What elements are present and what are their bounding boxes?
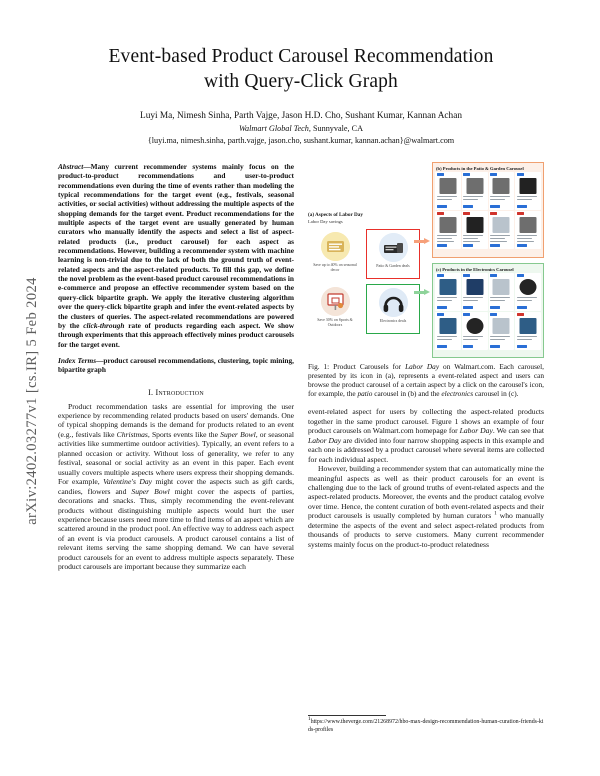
- intro-p1c-seg-b: . We can see that: [492, 426, 544, 436]
- panel-a-label: (a) Aspects of Labor Day: [308, 212, 363, 218]
- affiliation: Walmart Global Tech, Sunnyvale, CA: [58, 123, 544, 134]
- index-terms-dash: —: [96, 355, 104, 365]
- intro-p1-seg-b: , Sports events like the: [147, 429, 221, 439]
- fig-cap-italic-electronics: electronics: [441, 389, 474, 399]
- footnote-divider: [308, 715, 386, 717]
- intro-p1-italic-superbowl-1: Super Bowl: [220, 429, 256, 439]
- fig-cap-italic-labor-day: Labor Day: [405, 362, 440, 371]
- intro-p1-seg-c: , or seasonal activities like summertime…: [58, 429, 295, 487]
- product-card[interactable]: [515, 171, 541, 210]
- figure-panel-b: (b) Products in the Patio & Garden Carou…: [432, 162, 544, 258]
- panel-c-label: (c) Products in the Electronics Carousel: [436, 266, 514, 272]
- figure-caption: Fig. 1: Product Carousels for Labor Day …: [308, 362, 544, 398]
- seasonal-decor-icon: [320, 232, 350, 262]
- intro-p2-seg-a: However, building a recommender system t…: [308, 464, 544, 521]
- arrow-to-panel-b-icon: [414, 238, 430, 245]
- affiliation-institution: Walmart Global Tech: [238, 124, 309, 133]
- product-card[interactable]: [461, 171, 488, 210]
- aspect-cell-electronics[interactable]: Electronics deals: [366, 284, 420, 335]
- intro-p2-seg-b: who manually determine the aspects of th…: [308, 511, 544, 549]
- affiliation-location: , Sunnyvale, CA: [308, 124, 364, 133]
- product-card[interactable]: [488, 171, 515, 210]
- intro-paragraph-2: However, building a recommender system t…: [308, 464, 544, 549]
- panel-b-product-grid: [433, 171, 543, 251]
- product-card[interactable]: [488, 272, 515, 311]
- arxiv-stamp: arXiv:2402.03277v1 [cs.IR] 5 Feb 2024: [24, 277, 40, 525]
- index-terms-lead: Index Terms: [58, 355, 97, 365]
- abstract-text-after: rate of products regarding each aspect. …: [58, 320, 294, 349]
- footnote-text: 1https://www.theverge.com/21268972/hbo-m…: [308, 716, 544, 734]
- product-card[interactable]: [515, 272, 541, 311]
- product-card[interactable]: [461, 272, 488, 311]
- title-line-1: Event-based Product Carousel Recommendat…: [108, 46, 494, 67]
- author-emails: {luyi.ma, nimesh.sinha, parth.vajge, jas…: [147, 136, 455, 145]
- patio-garden-icon: [378, 233, 408, 263]
- product-card[interactable]: [461, 311, 488, 350]
- intro-p1c-seg-a: event-related aspect for users by collec…: [308, 407, 544, 436]
- aspect-label-2: Save 30% on Sports & Outdoors: [317, 318, 353, 327]
- intro-p1-italic-valentines: Valentine's Day: [103, 477, 152, 487]
- aspect-label-0: Save up to 40% on seasonal decor: [313, 263, 357, 272]
- figure-panel-a: (a) Aspects of Labor Day Labor Day savin…: [308, 212, 430, 340]
- intro-paragraph-1-continued: event-related aspect for users by collec…: [308, 407, 544, 464]
- panel-c-product-grid: [433, 272, 543, 352]
- intro-p1-seg-e: might cover the aspects of parties, deco…: [58, 486, 294, 572]
- abstract: Abstract—Many current recommender system…: [58, 162, 294, 349]
- left-column: Abstract—Many current recommender system…: [58, 162, 294, 734]
- product-card[interactable]: [488, 311, 515, 350]
- index-terms-text: product carousel recommendations, cluste…: [58, 355, 294, 375]
- paper-content: Event-based Product Carousel Recommendat…: [58, 44, 544, 734]
- product-card[interactable]: [435, 210, 461, 249]
- index-terms: Index Terms—product carousel recommendat…: [58, 356, 294, 375]
- page-title: Event-based Product Carousel Recommendat…: [58, 44, 544, 94]
- footnote-block: 1https://www.theverge.com/21268972/hbo-m…: [308, 715, 544, 734]
- abstract-lead: Abstract: [58, 162, 84, 171]
- title-line-2: with Query-Click Graph: [204, 71, 398, 92]
- intro-p1c-italic-labor-day-1: Labor Day: [459, 426, 493, 436]
- figure-panel-c: (c) Products in the Electronics Carousel: [432, 263, 544, 358]
- footnote-number: 1: [308, 716, 311, 723]
- product-card[interactable]: [515, 311, 541, 350]
- panel-a-subtitle: Labor Day savings: [308, 219, 343, 225]
- footnote-marker: 1: [494, 510, 497, 517]
- intro-p1-seg-d: might cover the aspects such as gift car…: [58, 477, 295, 496]
- intro-p1c-seg-c: are divided into four narrow shopping as…: [308, 435, 544, 464]
- abstract-italic-phrase: click-through: [83, 320, 125, 330]
- product-card[interactable]: [515, 210, 541, 249]
- figure-1: (a) Aspects of Labor Day Labor Day savin…: [308, 162, 544, 358]
- electronics-headphones-icon: [378, 288, 408, 318]
- panel-b-label: (b) Products in the Patio & Garden Carou…: [436, 165, 524, 171]
- intro-p1-seg-a: Product recommendation tasks are essenti…: [58, 401, 294, 439]
- two-column-body: Abstract—Many current recommender system…: [58, 162, 544, 734]
- fig-cap-seg-a: Fig. 1: Product Carousels for: [308, 362, 406, 371]
- aspect-icon-grid: Save up to 40% on seasonal decor: [308, 229, 430, 337]
- aspect-label-3: Electronics deals: [379, 319, 407, 324]
- fig-cap-seg-c: carousel in (b) and the: [372, 389, 442, 399]
- intro-p1-italic-superbowl-2: Super Bowl: [131, 486, 170, 496]
- fig-cap-italic-patio: patio: [357, 389, 373, 399]
- aspect-label-1: Patio & Garden deals: [376, 264, 410, 269]
- aspect-cell-patio-garden[interactable]: Patio & Garden deals: [366, 229, 420, 280]
- author-list: Luyi Ma, Nimesh Sinha, Parth Vajge, Jaso…: [140, 111, 462, 121]
- product-card[interactable]: [435, 272, 461, 311]
- product-card[interactable]: [461, 210, 488, 249]
- abstract-dash: —: [83, 162, 91, 171]
- abstract-text: Many current recommender systems mainly …: [58, 162, 294, 330]
- intro-paragraph-1: Product recommendation tasks are essenti…: [58, 402, 294, 572]
- aspect-cell-seasonal-decor[interactable]: Save up to 40% on seasonal decor: [308, 229, 362, 279]
- footnote-url[interactable]: https://www.theverge.com/21268972/hbo-ma…: [308, 719, 544, 733]
- right-column: (a) Aspects of Labor Day Labor Day savin…: [308, 162, 544, 734]
- fig-cap-seg-b: on Walmart.com. Each carousel, presented…: [308, 362, 545, 399]
- product-card[interactable]: [435, 171, 461, 210]
- product-card[interactable]: [435, 311, 461, 350]
- intro-p1-italic-christmas: Christmas: [116, 429, 148, 439]
- sports-outdoors-icon: [320, 287, 350, 317]
- intro-p1c-italic-labor-day-2: Labor Day: [308, 435, 342, 445]
- product-card[interactable]: [488, 210, 515, 249]
- arrow-to-panel-c-icon: [414, 289, 430, 296]
- fig-cap-seg-d: carousel in (c).: [473, 389, 519, 399]
- aspect-cell-sports-outdoors[interactable]: Save 30% on Sports & Outdoors: [308, 284, 362, 334]
- section-heading-introduction: I. Introduction: [148, 387, 204, 397]
